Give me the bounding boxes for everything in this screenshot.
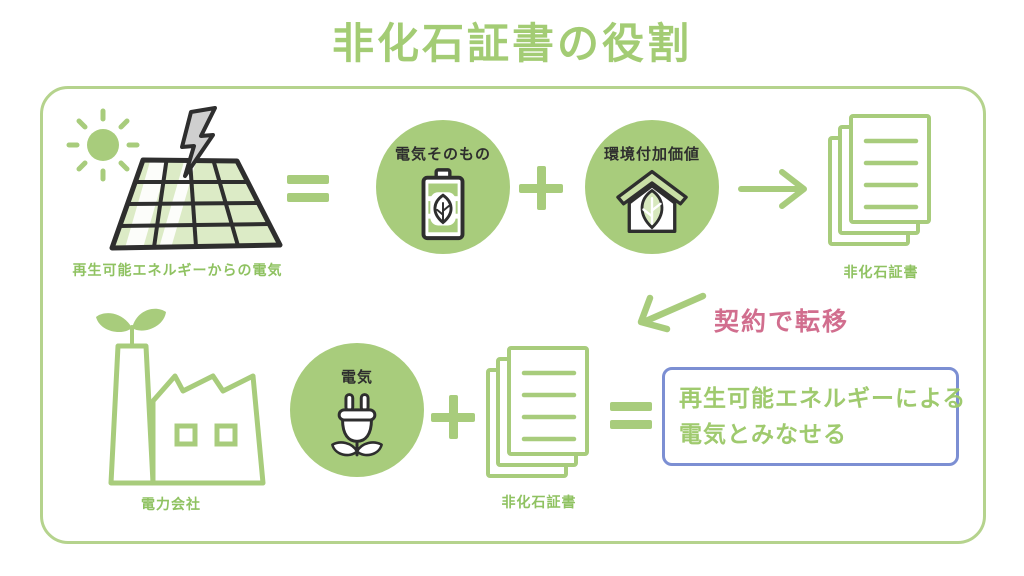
- factory-icon: [96, 308, 266, 486]
- arrow-right-icon: [738, 169, 807, 209]
- plug-leaf-icon: [331, 393, 383, 457]
- result-line-1: 再生可能エネルギーによる: [679, 385, 967, 411]
- electricity-circle: 電気: [290, 343, 424, 477]
- electricity-label: 電気: [340, 369, 373, 386]
- documents-icon: [486, 346, 589, 478]
- renewable-source-label: 再生可能エネルギーからの電気: [72, 262, 283, 278]
- equals-operator: [610, 402, 652, 429]
- equals-operator: [287, 175, 329, 202]
- plus-operator: [431, 395, 475, 439]
- battery-leaf-icon: [421, 168, 465, 241]
- electricity-itself-label: 電気そのもの: [394, 146, 491, 163]
- eco-house-icon: [616, 169, 688, 233]
- sun-icon: [66, 108, 140, 182]
- lightning-icon: [180, 106, 217, 178]
- transfer-label: 契約で転移: [714, 308, 850, 336]
- documents-icon: [828, 114, 931, 246]
- environmental-value-label: 環境付加価値: [603, 146, 700, 163]
- result-box: 再生可能エネルギーによる 電気とみなせる: [662, 367, 967, 466]
- certificate-top-label: 非化石証書: [843, 264, 919, 280]
- arrow-transfer-icon: [637, 292, 707, 333]
- environmental-value-circle: 環境付加価値: [585, 120, 719, 254]
- electricity-itself-circle: 電気そのもの: [376, 120, 510, 254]
- plus-operator: [519, 166, 563, 210]
- result-line-2: 電気とみなせる: [679, 421, 847, 447]
- solar-panel-icon: [66, 106, 283, 251]
- page-title: 非化石証書の役割: [331, 20, 692, 67]
- certificate-bottom-label: 非化石証書: [501, 494, 577, 510]
- power-company-label: 電力会社: [141, 496, 201, 512]
